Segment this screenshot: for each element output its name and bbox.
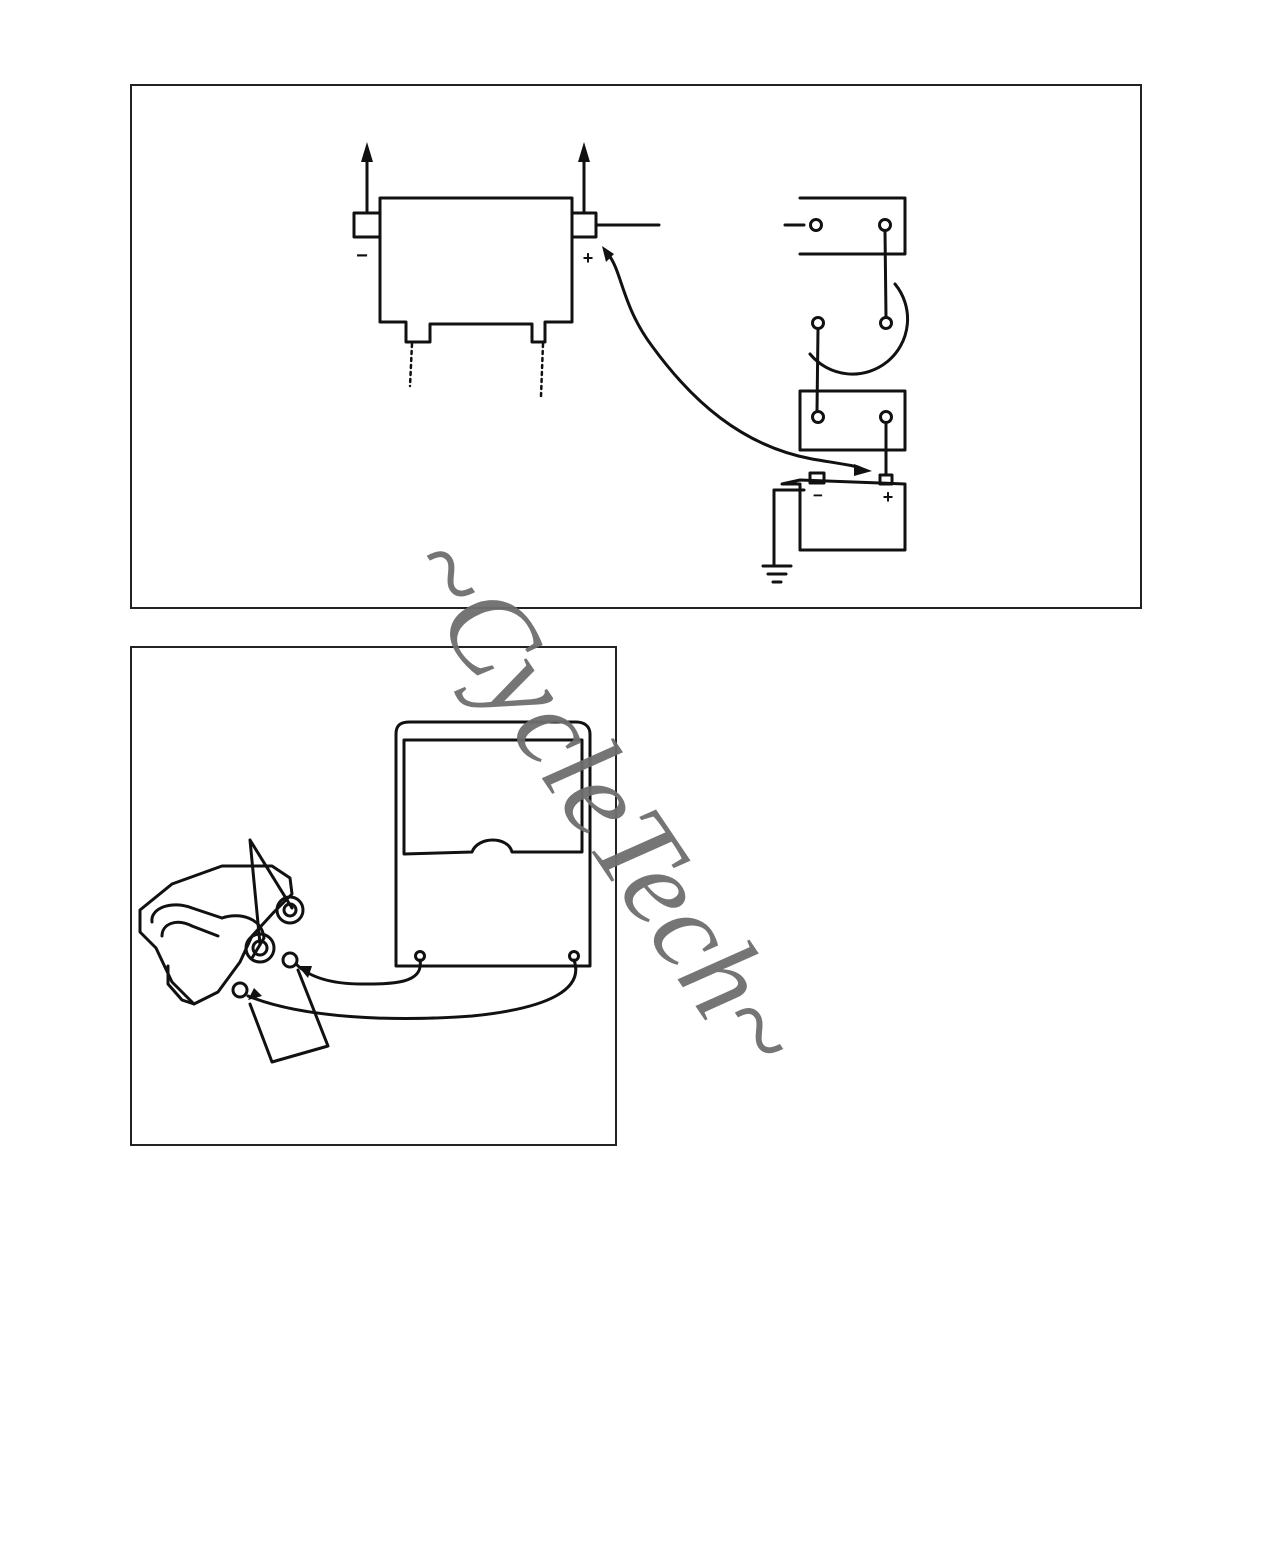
callout-arrowhead-1	[248, 988, 262, 1000]
coil-circuit-svg: − + − +	[352, 142, 910, 584]
meter-test-svg	[138, 720, 592, 1064]
coil-plus-label: +	[583, 248, 594, 268]
ignition-switch	[783, 196, 910, 476]
multimeter	[394, 720, 592, 968]
left-secondary-lead	[408, 342, 414, 388]
battery-minus-label: −	[813, 486, 823, 505]
coil-terminal-lower	[231, 981, 249, 999]
left-up-arrowhead	[361, 142, 373, 162]
jumper-wire	[606, 252, 862, 470]
meter-face	[402, 738, 584, 856]
callout-arrowhead-2	[298, 966, 312, 978]
ignition-coil	[378, 196, 574, 344]
battery-plus-label: +	[883, 487, 894, 507]
battery	[772, 471, 907, 566]
jumper-clip-battery-arrowhead	[854, 464, 872, 476]
coil-negative-terminal	[352, 211, 382, 239]
coil-positive-terminal	[570, 211, 598, 239]
coil-circuit-diagram: − + − +	[130, 84, 1142, 609]
jumper-clip-top-arrowhead	[602, 246, 614, 262]
right-secondary-lead	[539, 342, 545, 398]
coil-minus-label: −	[356, 245, 368, 267]
right-up-arrowhead	[578, 142, 590, 162]
ground-symbol	[761, 564, 793, 584]
test-lead-right	[246, 958, 578, 1020]
coil-terminal-upper	[281, 951, 299, 969]
callout-bottom	[248, 968, 330, 1064]
callout-top	[248, 838, 294, 946]
meter-test-diagram	[130, 646, 617, 1146]
test-lead-left	[294, 958, 422, 986]
